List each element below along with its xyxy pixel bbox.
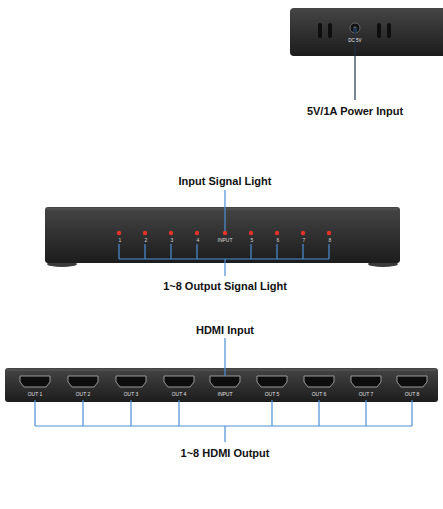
port-label: OUT 3 <box>124 392 139 397</box>
light-number: 4 <box>197 238 200 243</box>
port-label: OUT 5 <box>265 392 280 397</box>
port-label: OUT 7 <box>359 392 374 397</box>
callout-label: 5V/1A Power Input <box>307 106 403 117</box>
callout-label: 1~8 HDMI Output <box>181 448 270 459</box>
light-number: 1 <box>119 238 122 243</box>
leader-line <box>35 338 412 442</box>
light-number: 6 <box>277 238 280 243</box>
light-number: 8 <box>329 238 332 243</box>
port-label: OUT 4 <box>172 392 187 397</box>
port-label: OUT 1 <box>28 392 43 397</box>
jack-label: DC 5V <box>348 39 361 44</box>
back-panel <box>5 368 438 402</box>
light-number: 2 <box>145 238 148 243</box>
callout-label: Input Signal Light <box>179 176 272 187</box>
light-number: 5 <box>251 238 254 243</box>
power-panel <box>290 8 443 56</box>
light-number: 3 <box>171 238 174 243</box>
callout-label: 1~8 Output Signal Light <box>163 281 287 292</box>
port-label: OUT 2 <box>76 392 91 397</box>
port-label: OUT 6 <box>312 392 327 397</box>
light-number: INPUT <box>218 238 233 243</box>
port-label: INPUT <box>218 392 233 397</box>
front-panel <box>45 207 400 267</box>
light-number: 7 <box>303 238 306 243</box>
leader-line <box>119 190 329 276</box>
port-label: OUT 8 <box>405 392 420 397</box>
callout-label: HDMI Input <box>196 325 254 336</box>
